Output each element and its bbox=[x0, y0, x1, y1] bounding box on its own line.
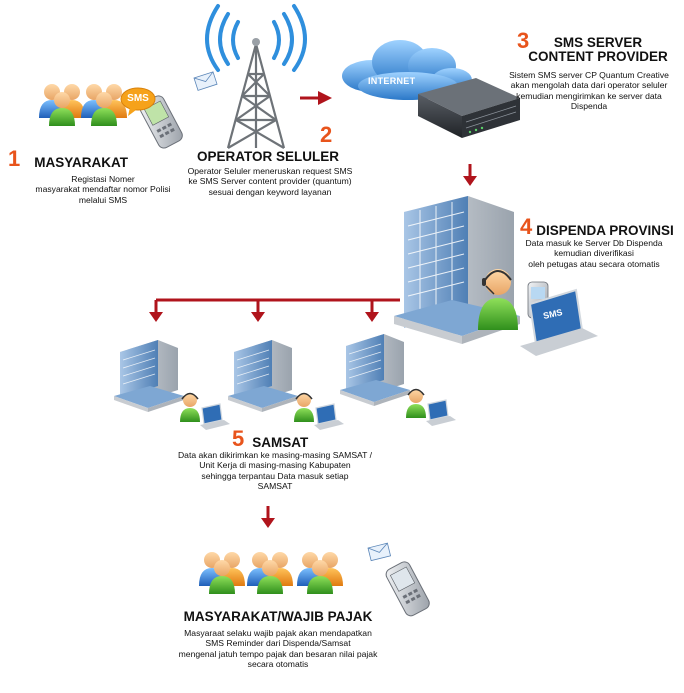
step-5-number: 5 bbox=[232, 426, 245, 451]
samsat-building-icon-2 bbox=[227, 339, 345, 431]
step-1-title: MASYARAKAT bbox=[34, 154, 129, 170]
samsat-building-icon-3 bbox=[339, 333, 457, 427]
step-3-line-3: kemudian mengirimkan ke server data bbox=[516, 90, 662, 101]
step-6-title: MASYARAKAT/WAJIB PAJAK bbox=[183, 609, 373, 624]
step-3-title-line-1: SMS SERVER bbox=[553, 35, 643, 50]
arrow-down-icon-2 bbox=[259, 504, 277, 530]
step-1-line-3: melalui SMS bbox=[78, 194, 128, 205]
step-2-line-2: ke SMS Server content provider (quantum) bbox=[188, 176, 352, 187]
step-4-line-2: kemudian diverifikasi bbox=[554, 248, 634, 259]
step-6-line-3: mengenal jatuh tempo pajak dan besaran n… bbox=[178, 648, 378, 659]
step-6-line-4: secara otomatis bbox=[247, 659, 309, 670]
step-2-number: 2 bbox=[320, 122, 333, 147]
step-2-line-1: Operator Seluler meneruskan request SMS bbox=[187, 166, 353, 176]
sms-bubble-icon bbox=[120, 87, 156, 116]
internet-cloud-label: INTERNET bbox=[368, 76, 416, 86]
step-2-line-3: sesuai dengan keyword layanan bbox=[208, 186, 332, 197]
step-3-line-4: Dispenda bbox=[570, 101, 608, 112]
step-4-line-3: oleh petugas atau secara otomatis bbox=[528, 258, 660, 269]
step-3-line-2: akan mengolah data dari operator seluler bbox=[510, 80, 668, 91]
step-4-title: DISPENDA PROVINSI bbox=[536, 222, 674, 238]
envelope-icon-1 bbox=[193, 71, 218, 91]
samsat-building-icon-1 bbox=[113, 339, 231, 431]
step-1-block: 1 MASYARAKAT Registasi Nomer masyarakat … bbox=[8, 148, 208, 205]
call-center-operator-icon bbox=[478, 269, 518, 330]
distribution-arrows-icon bbox=[147, 298, 400, 324]
envelope-icon-6 bbox=[367, 542, 392, 562]
sms-bubble-label: SMS bbox=[127, 93, 149, 104]
arrow-right-icon bbox=[300, 91, 332, 105]
step-5-heading: 5 SAMSAT bbox=[232, 428, 308, 450]
mobile-phone-icon-6 bbox=[385, 561, 430, 617]
step-5-line-2: Unit Kerja di masing-masing Kabupaten bbox=[199, 460, 351, 471]
step-5-line-3: sehingga terpantau Data masuk setiap bbox=[201, 470, 349, 481]
step-3-title-line-2: CONTENT PROVIDER bbox=[528, 49, 668, 65]
people-group-6-icon bbox=[199, 552, 343, 594]
step-1-number: 1 bbox=[8, 146, 21, 171]
step-5-line-4: SAMSAT bbox=[257, 481, 293, 492]
step-1-line-2: masyarakat mendaftar nomor Polisi bbox=[35, 184, 171, 195]
step-3-line-1: Sistem SMS server CP Quantum Creative bbox=[509, 70, 669, 80]
step-6-line-2: SMS Reminder dari Dispenda/Samsat bbox=[205, 638, 351, 649]
step-3-number: 3 bbox=[517, 28, 530, 53]
step-2-title: OPERATOR SELULER bbox=[196, 149, 339, 164]
step-4-number: 4 bbox=[520, 214, 533, 239]
step-5-title: SAMSAT bbox=[252, 434, 309, 450]
server-rack-icon bbox=[418, 78, 520, 138]
people-group-1-icon bbox=[39, 84, 127, 126]
step-5-line-1: Data akan dikirimkan ke masing-masing SA… bbox=[177, 450, 373, 460]
arrow-down-icon-1 bbox=[461, 162, 479, 188]
mobile-phone-icon-1 bbox=[139, 95, 183, 149]
step-1-line-1: Registasi Nomer bbox=[71, 174, 135, 184]
laptop-icon-dispenda bbox=[520, 288, 598, 356]
step-4-heading: 4 DISPENDA PROVINSI bbox=[520, 216, 674, 238]
step-6-line-1: Masyaraat selaku wajib pajak akan mendap… bbox=[184, 628, 372, 638]
cell-tower-icon bbox=[205, 4, 307, 149]
step-4-line-1: Data masuk ke Server Db Dispenda bbox=[525, 238, 663, 248]
